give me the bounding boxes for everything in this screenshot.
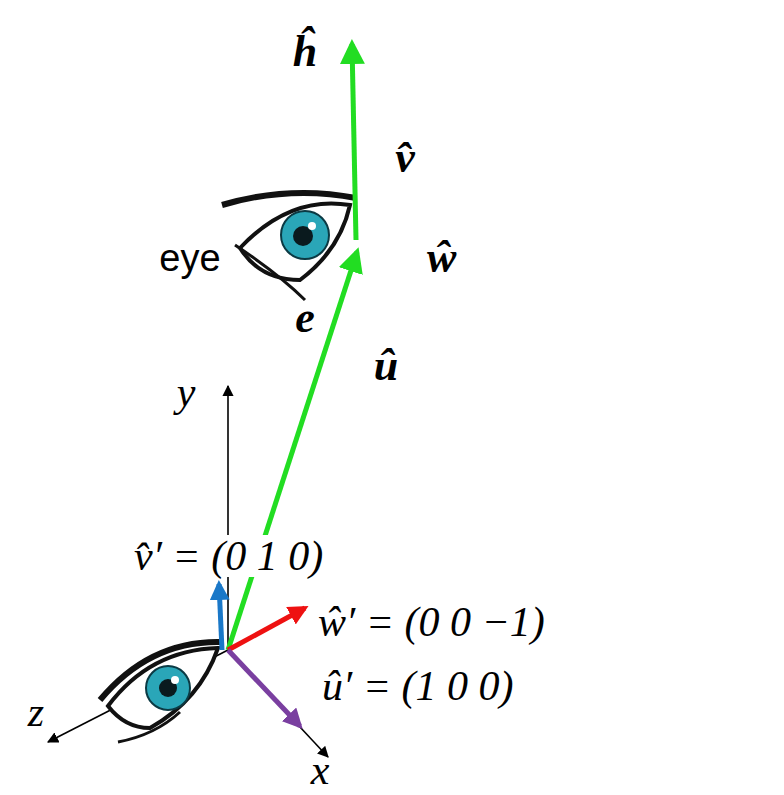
eye-icon [100, 642, 222, 742]
eye-icon [222, 193, 356, 300]
eye-label: eye [159, 239, 220, 277]
axis-label: y [177, 371, 196, 413]
v-axis-label: v̂ [395, 136, 415, 180]
v-prime-vector [219, 584, 222, 650]
eye-position-label: e [295, 296, 315, 340]
u-axis-label: û [374, 344, 398, 388]
w-prime-vector [228, 608, 305, 650]
axis-label: z [28, 691, 44, 733]
y-axis [227, 386, 229, 650]
w-axis-label: ŵ [427, 236, 456, 280]
up-vector-label: ĥ [293, 30, 317, 74]
x-axis [228, 650, 328, 757]
axis-label: x [311, 749, 330, 791]
eye-position-vector [228, 252, 357, 650]
up-vector [352, 44, 356, 240]
basis-vector-label: v̂′ = (0 1 0) [134, 535, 323, 577]
u-prime-vector [228, 650, 300, 726]
basis-vector-label: û′ = (1 0 0) [322, 665, 514, 707]
basis-vector-label: ŵ′ = (0 0 −1) [318, 601, 545, 643]
